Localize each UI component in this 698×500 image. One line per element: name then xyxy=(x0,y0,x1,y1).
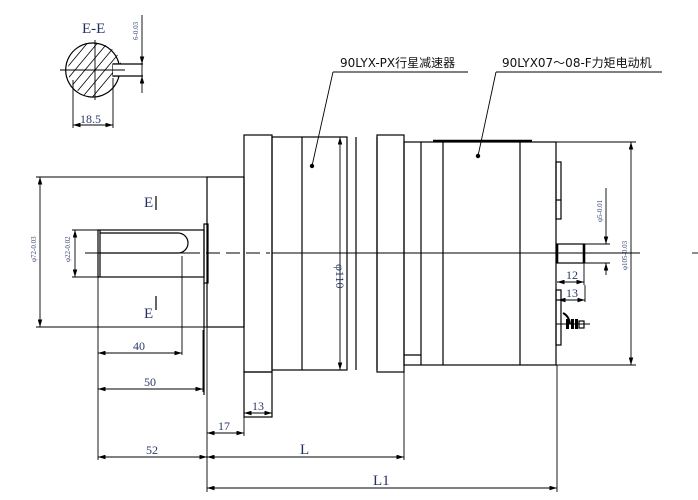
svg-text:L: L xyxy=(300,442,309,458)
dim-shaft-len: 50 xyxy=(98,330,204,392)
section-title: E-E xyxy=(82,21,105,37)
dim-flange-thk: 13 xyxy=(244,399,273,417)
section-width-dim: 18.5 xyxy=(80,112,101,126)
cable-gland-icon xyxy=(556,312,590,329)
reducer-label-text: 90LYX-PX行星减速器 xyxy=(340,56,455,70)
dim-output-len: 52 xyxy=(98,443,207,460)
dim-flange-dia: φ72-0.03 xyxy=(30,176,207,328)
front-flange xyxy=(206,176,245,328)
dim-motor-shaft-dia: φ5-0.01 xyxy=(584,188,610,275)
dim-key-len: 40 xyxy=(97,256,183,460)
dim-motor-dia: φ105-0.03 xyxy=(556,141,636,366)
section-mark-bottom: E xyxy=(144,306,153,322)
svg-text:12: 12 xyxy=(566,268,578,282)
reducer-label: 90LYX-PX行星减速器 xyxy=(309,56,468,169)
svg-text:φ5-0.01: φ5-0.01 xyxy=(596,199,604,222)
dim-body-dia: φ110 xyxy=(333,137,347,370)
dim-shaft-dia: φ22-0.02 xyxy=(64,229,98,278)
section-hatch xyxy=(68,43,122,97)
section-mark-top: E xyxy=(144,195,153,211)
svg-text:52: 52 xyxy=(146,443,158,457)
shaft-keyway xyxy=(100,232,189,254)
dim-motor-step: 13 xyxy=(558,285,586,303)
svg-text:50: 50 xyxy=(144,375,156,389)
reducer-body xyxy=(97,134,590,418)
keyway-dim: 6-0.03 xyxy=(132,21,140,40)
svg-text:13: 13 xyxy=(252,399,264,413)
svg-text:L1: L1 xyxy=(373,473,390,489)
motor-body xyxy=(403,141,557,366)
svg-text:17: 17 xyxy=(218,419,230,433)
svg-text:40: 40 xyxy=(133,339,145,353)
motor-label: 90LYX07～08-F力矩电动机 xyxy=(475,56,662,159)
dim-spigot: 17 xyxy=(206,327,245,492)
svg-text:φ22-0.02: φ22-0.02 xyxy=(64,236,72,262)
dim-reducer-len: L xyxy=(207,372,405,460)
motor-label-text: 90LYX07～08-F力矩电动机 xyxy=(502,56,652,70)
svg-text:φ110: φ110 xyxy=(333,264,347,288)
dim-total-len: L1 xyxy=(207,365,558,492)
dim-motor-shaft-len: 12 xyxy=(557,263,585,285)
svg-text:φ72-0.03: φ72-0.03 xyxy=(30,236,38,262)
section-view-e-e: E-E 6-0.03 18.5 xyxy=(60,15,145,128)
svg-text:13: 13 xyxy=(566,286,578,300)
svg-text:φ105-0.03: φ105-0.03 xyxy=(621,240,629,270)
motor-shaft xyxy=(556,243,585,264)
